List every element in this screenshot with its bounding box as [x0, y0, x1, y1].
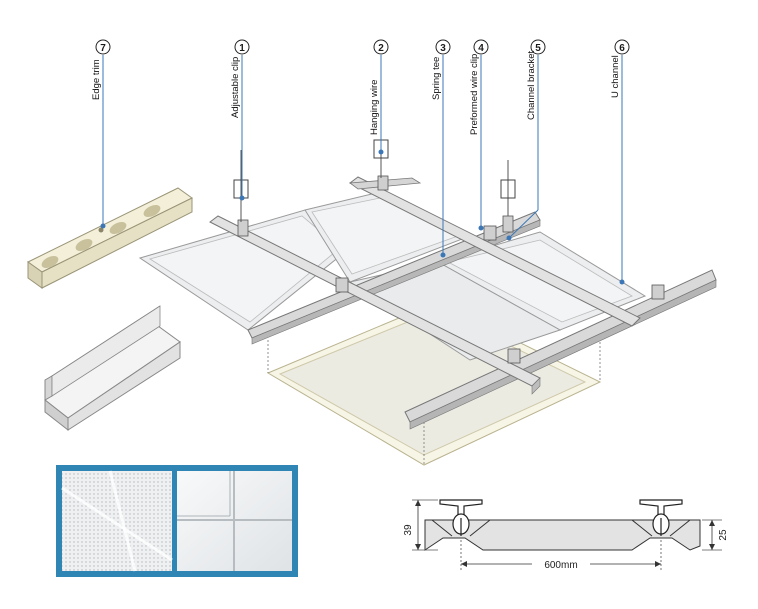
callout-4: 4 Preformed wire clip [469, 39, 489, 231]
callout-5: 5 Channel bracket [506, 39, 546, 241]
callout-3-number: 3 [440, 43, 446, 54]
dimension-height-panel: 25 [718, 529, 729, 541]
callout-2-label: Hanging wire [369, 80, 380, 135]
callout-4-label: Preformed wire clip [469, 54, 480, 135]
ceiling-grid-assembly [138, 175, 717, 430]
callout-5-marker [530, 39, 546, 55]
callout-6-label: U channel [610, 55, 621, 98]
callout-7: 7 Edge trim [91, 39, 111, 229]
callout-3: 3 Spring tee [431, 39, 451, 258]
callout-4-marker [473, 39, 489, 55]
callout-1-label: Adjustable clip [230, 57, 241, 118]
callout-2-marker [373, 39, 389, 55]
callout-3-marker [435, 39, 451, 55]
callout-5-label: Channel bracket [526, 50, 537, 120]
callout-7-marker [95, 39, 111, 55]
dimension-height-total: 39 [403, 524, 414, 536]
dimension-span: 600mm [544, 560, 577, 571]
perforated-panel-sample [62, 471, 172, 571]
callout-2-number: 2 [378, 43, 384, 54]
callout-7-label: Edge trim [91, 59, 102, 100]
callout-2: 2 Hanging wire [369, 39, 389, 155]
callout-1-marker [234, 39, 250, 55]
edge-trim-illustration [27, 187, 193, 289]
cross-section-detail: 600mm 39 25 [403, 499, 729, 571]
callout-6: 6 U channel [610, 39, 630, 285]
callout-3-label: Spring tee [431, 57, 442, 100]
panel-samples [56, 465, 298, 577]
callout-4-number: 4 [478, 43, 484, 54]
callout-1-number: 1 [239, 43, 245, 54]
channel-profile-illustration [44, 305, 181, 432]
callout-6-number: 6 [619, 43, 625, 54]
callout-1: 1 Adjustable clip [230, 39, 250, 201]
callout-5-number: 5 [535, 43, 541, 54]
callout-6-marker [614, 39, 630, 55]
callout-7-number: 7 [100, 43, 106, 54]
